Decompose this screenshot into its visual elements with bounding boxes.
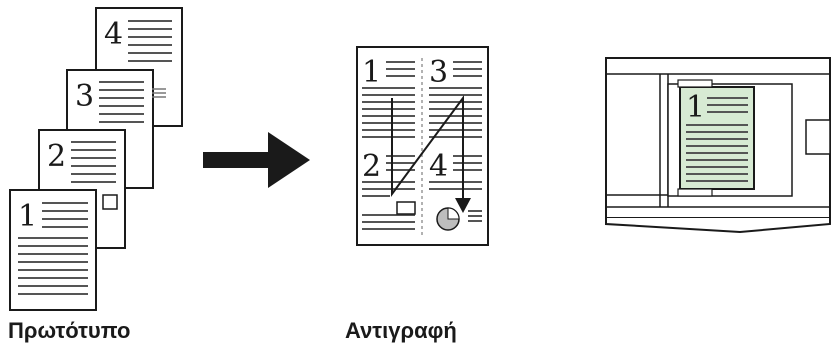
staple-icon — [436, 207, 460, 231]
original-page-1: 1 — [9, 189, 97, 311]
copy-right-lines — [429, 61, 482, 222]
page-number-1: 1 — [18, 199, 37, 234]
copy-number-2: 2 — [362, 149, 381, 184]
page-number-3: 3 — [75, 79, 94, 114]
copy-number-3: 3 — [429, 55, 448, 90]
original-page-2-mark — [102, 194, 118, 210]
glass-page-number: 1 — [686, 90, 705, 125]
original-page-3-mark — [152, 88, 166, 98]
scanner-glass-icon: 1 — [605, 57, 831, 234]
original-stack: 4 3 — [9, 7, 183, 311]
right-arrow-icon — [203, 132, 310, 188]
original-caption: Πρωτότυπο — [8, 318, 131, 343]
copy-number-1: 1 — [362, 55, 381, 90]
copy-caption: Αντιγραφή — [345, 318, 457, 343]
page-number-2: 2 — [47, 139, 66, 174]
copy-number-4: 4 — [429, 149, 448, 184]
glass-page: 1 — [679, 86, 755, 190]
copy-page: 1 3 2 4 — [356, 46, 489, 246]
copy-page-2-mark — [396, 201, 416, 215]
z-order-arrow-icon — [391, 94, 471, 213]
copy-left-lines — [362, 61, 415, 230]
page-number-4: 4 — [104, 17, 123, 52]
